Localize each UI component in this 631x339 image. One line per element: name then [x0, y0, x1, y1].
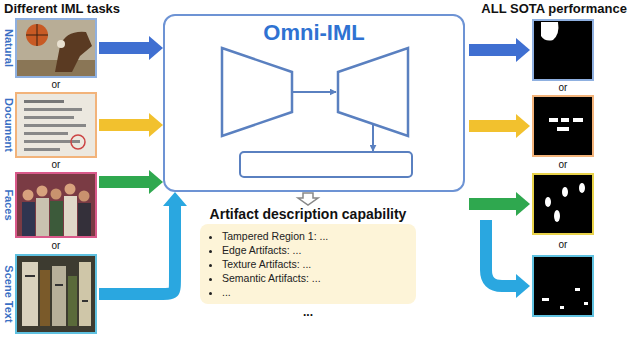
text-line — [24, 124, 86, 127]
column-heading: ALL SOTA performance — [481, 1, 627, 16]
task-image: Faces — [15, 172, 97, 238]
side-label: Document — [2, 94, 15, 156]
output-head — [240, 152, 412, 177]
face — [65, 184, 76, 195]
encoder-shape — [222, 48, 292, 136]
mask — [533, 174, 593, 234]
block-arrow — [99, 176, 149, 188]
head-arrow — [372, 124, 374, 151]
model-title: Omni-IML — [165, 20, 463, 46]
task-image: Document — [15, 92, 97, 158]
output-arrow — [469, 120, 516, 132]
mask — [533, 96, 593, 156]
separator-word: or — [559, 82, 568, 94]
person-body — [64, 196, 77, 236]
mask-region — [542, 298, 549, 301]
ellipsis: ... — [303, 305, 313, 319]
separator-word: or — [52, 79, 61, 91]
separator-word: or — [52, 240, 61, 252]
mask-region — [560, 306, 564, 309]
book — [79, 262, 91, 326]
block-arrow — [99, 42, 149, 54]
print-mark — [82, 300, 88, 302]
mask-region — [579, 183, 585, 193]
mask-region — [549, 118, 558, 122]
text-line — [24, 116, 74, 119]
description-panel: Tampered Region 1: ...Edge Artifacts: ..… — [200, 224, 416, 304]
hollow-arrow — [298, 193, 318, 205]
eagle-head — [57, 40, 65, 48]
photo-ground — [17, 20, 95, 76]
section-heading: Artifact description capability — [188, 206, 428, 222]
mask-region — [545, 197, 551, 207]
mask-region — [557, 127, 569, 131]
book — [40, 270, 50, 326]
face — [51, 189, 62, 200]
block-arrow — [99, 119, 149, 131]
mask-region — [575, 288, 580, 291]
side-label: Faces — [2, 174, 15, 236]
mask-region — [561, 118, 569, 122]
text-line — [24, 148, 60, 151]
model-box: Omni-IML — [163, 14, 465, 192]
person-body — [50, 201, 63, 236]
book — [52, 266, 66, 326]
separator-word: or — [52, 159, 61, 171]
mask-region — [554, 210, 560, 222]
basketball — [26, 24, 48, 46]
photo-ground — [17, 174, 95, 236]
book — [22, 262, 38, 326]
text-line — [24, 132, 68, 135]
person-body — [36, 198, 49, 236]
bullet-list: Tampered Region 1: ...Edge Artifacts: ..… — [204, 229, 406, 299]
bullet-item: Edge Artifacts: ... — [222, 243, 406, 257]
person-body — [22, 202, 35, 236]
mask-region — [541, 22, 558, 41]
photo-ground — [17, 256, 95, 332]
face — [23, 190, 34, 201]
stamp — [71, 135, 85, 149]
block-arrow — [99, 206, 175, 294]
face — [79, 191, 90, 202]
output-arrow — [486, 220, 516, 286]
separator-word: or — [559, 239, 568, 251]
mask-region — [573, 118, 583, 122]
print-mark — [55, 284, 63, 286]
mask — [533, 256, 593, 316]
separator-word: or — [559, 159, 568, 171]
face — [37, 186, 48, 197]
column-heading: Different IML tasks — [4, 1, 120, 16]
description-block: Artifact description capabilityTampered … — [188, 206, 428, 304]
side-label: Scene Text — [2, 256, 15, 332]
eagle — [55, 32, 92, 72]
decoder-shape — [338, 48, 408, 136]
bullet-item: Texture Artifacts: ... — [222, 257, 406, 271]
mask — [533, 20, 593, 80]
task-image: Scene Text — [15, 254, 97, 334]
bullet-item: Semantic Artifacts: ... — [222, 271, 406, 285]
output-arrow — [469, 44, 516, 56]
paper — [17, 94, 95, 156]
mask-region — [562, 187, 568, 197]
text-line — [24, 100, 64, 103]
side-label: Natural — [2, 20, 15, 76]
text-line — [24, 108, 82, 111]
person-body — [78, 203, 91, 236]
output-arrow — [469, 198, 516, 210]
basketball-seam — [26, 24, 48, 46]
mask-region — [584, 302, 588, 305]
print-mark — [25, 275, 35, 277]
bullet-item: Tampered Region 1: ... — [222, 229, 406, 243]
skip-arrow — [293, 91, 336, 93]
bullet-item: ... — [222, 285, 406, 299]
task-image: Natural — [15, 18, 97, 78]
book — [68, 276, 77, 326]
